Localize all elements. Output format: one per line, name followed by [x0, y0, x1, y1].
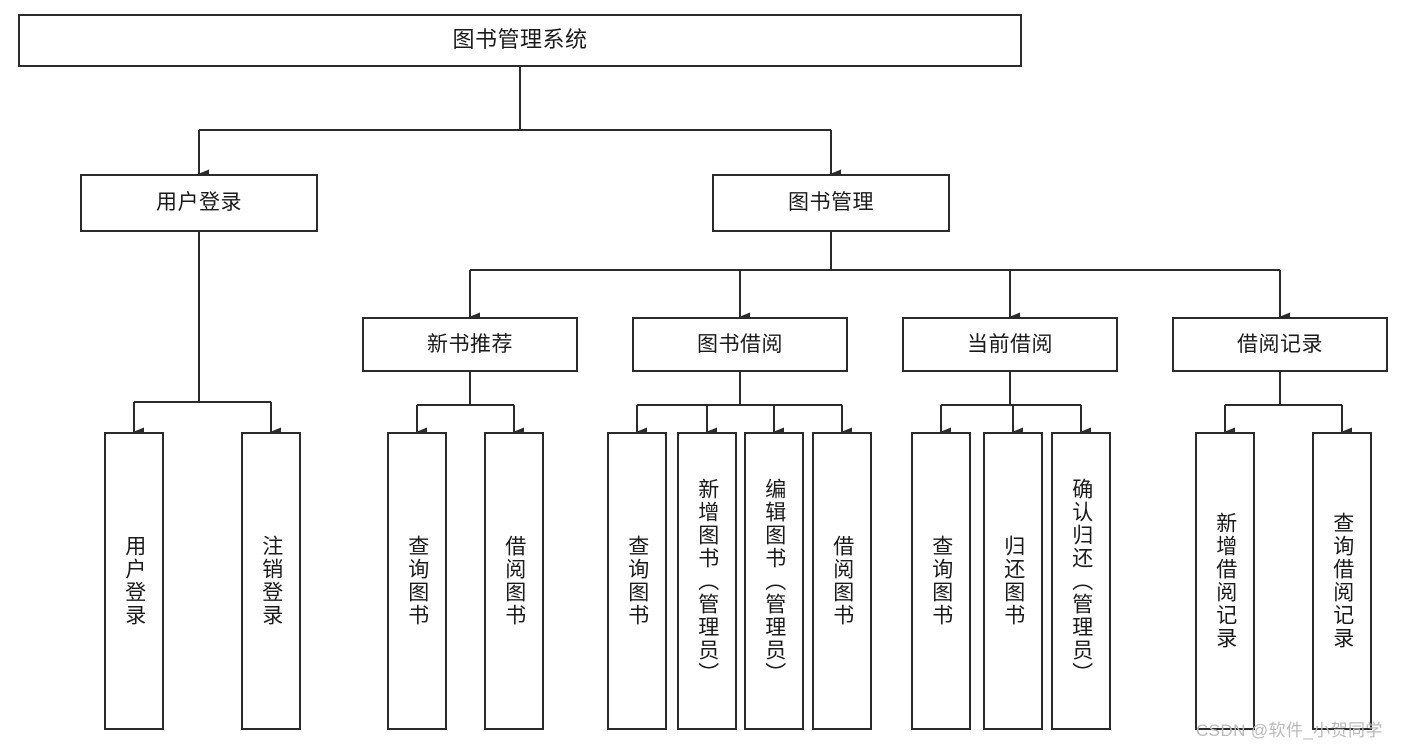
node-label-leaf-query-book-1: 查询图书	[405, 535, 429, 627]
node-leaf-borrow-book-1[interactable]: 借阅图书	[484, 432, 544, 730]
node-label-book-manage: 图书管理	[788, 191, 874, 215]
node-label-leaf-borrow-book-2: 借阅图书	[830, 535, 854, 627]
node-leaf-query-book-3[interactable]: 查询图书	[911, 432, 971, 730]
node-label-leaf-confirm-ret: 确认归还（管理员）	[1069, 477, 1093, 685]
node-label-leaf-user-login: 用户登录	[122, 535, 146, 627]
node-label-root: 图书管理系统	[452, 27, 588, 53]
node-label-leaf-query-book-2: 查询图书	[625, 535, 649, 627]
node-borrow-record[interactable]: 借阅记录	[1172, 317, 1388, 372]
node-leaf-query-record[interactable]: 查询借阅记录	[1312, 432, 1372, 730]
node-book-borrow[interactable]: 图书借阅	[632, 317, 848, 372]
node-leaf-return-book[interactable]: 归还图书	[983, 432, 1043, 730]
node-leaf-confirm-ret[interactable]: 确认归还（管理员）	[1051, 432, 1111, 730]
node-book-manage[interactable]: 图书管理	[712, 174, 950, 232]
node-label-leaf-logout: 注销登录	[259, 535, 283, 627]
node-user-login[interactable]: 用户登录	[80, 174, 318, 232]
node-label-new-book-rec: 新书推荐	[427, 332, 513, 356]
node-root[interactable]: 图书管理系统	[18, 14, 1022, 67]
node-current-borrow[interactable]: 当前借阅	[902, 317, 1118, 372]
node-label-leaf-query-book-3: 查询图书	[929, 535, 953, 627]
node-label-leaf-query-record: 查询借阅记录	[1330, 512, 1354, 650]
node-label-user-login: 用户登录	[156, 191, 242, 215]
node-leaf-logout[interactable]: 注销登录	[241, 432, 301, 730]
node-leaf-query-book-1[interactable]: 查询图书	[387, 432, 447, 730]
node-label-leaf-add-record: 新增借阅记录	[1213, 512, 1237, 650]
node-leaf-user-login[interactable]: 用户登录	[104, 432, 164, 730]
node-leaf-add-book[interactable]: 新增图书（管理员）	[677, 432, 737, 730]
node-label-borrow-record: 借阅记录	[1237, 332, 1323, 356]
node-leaf-query-book-2[interactable]: 查询图书	[607, 432, 667, 730]
node-label-current-borrow: 当前借阅	[967, 332, 1053, 356]
node-new-book-rec[interactable]: 新书推荐	[362, 317, 578, 372]
node-leaf-edit-book[interactable]: 编辑图书（管理员）	[744, 432, 804, 730]
node-leaf-add-record[interactable]: 新增借阅记录	[1195, 432, 1255, 730]
csdn-watermark: CSDN @软件_小贺同学	[1196, 721, 1383, 740]
node-leaf-borrow-book-2[interactable]: 借阅图书	[812, 432, 872, 730]
node-label-leaf-return-book: 归还图书	[1001, 535, 1025, 627]
node-label-book-borrow: 图书借阅	[697, 332, 783, 356]
node-label-leaf-add-book: 新增图书（管理员）	[695, 477, 719, 685]
node-label-leaf-edit-book: 编辑图书（管理员）	[762, 477, 786, 685]
node-label-leaf-borrow-book-1: 借阅图书	[502, 535, 526, 627]
